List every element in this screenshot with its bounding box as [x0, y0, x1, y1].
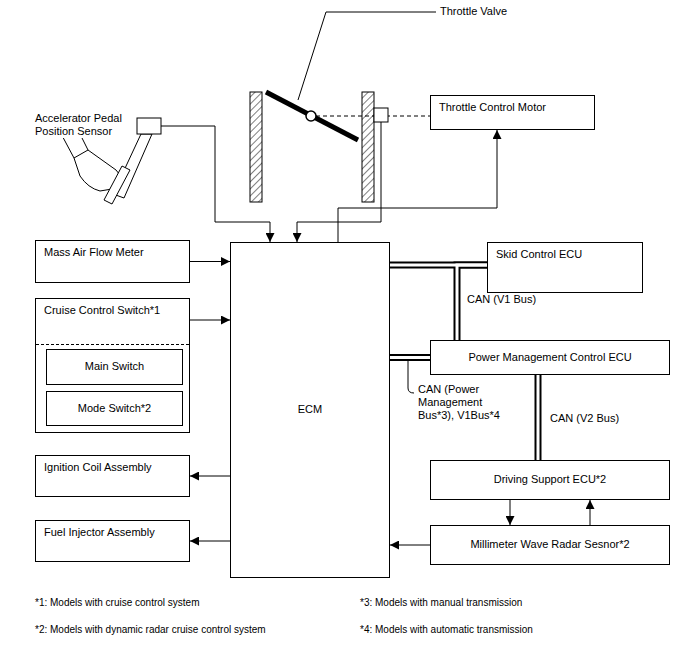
box-label: Driving Support ECU*2: [494, 473, 607, 486]
block-box: Skid Control ECU: [487, 242, 643, 293]
block-box: Driving Support ECU*2: [430, 460, 670, 500]
signal-arrow: [190, 320, 230, 321]
signal-arrow: [510, 500, 511, 525]
pedal-sensor: [137, 118, 161, 134]
block-box: Millimeter Wave Radar Sesnor*2: [430, 525, 670, 565]
box-label: Cruise Control Switch*1: [44, 304, 160, 317]
block-box: Ignition Coil Assembly: [35, 455, 190, 497]
box-label: Mass Air Flow Meter: [44, 246, 144, 259]
throttle-shaft: [316, 116, 430, 117]
signal-arrow: [190, 541, 230, 542]
throttle-body-wall: [250, 92, 262, 202]
throttle-plate: [266, 92, 358, 140]
footnote: *1: Models with cruise control system: [35, 597, 200, 609]
pedal-pad: [104, 166, 130, 204]
block-box: Main Switch: [46, 349, 183, 385]
bus-label: CAN (V2 Bus): [548, 412, 621, 425]
divider-line: [36, 344, 189, 345]
box-label: Throttle Control Motor: [439, 101, 546, 114]
box-label: Skid Control ECU: [496, 248, 582, 261]
can-bus: [535, 375, 542, 460]
block-box: Throttle Control Motor: [430, 95, 595, 130]
box-label: ECM: [298, 403, 322, 416]
signal-arrow: [390, 545, 430, 546]
block-box: Mass Air Flow Meter: [35, 240, 190, 283]
bus-core-line: [537, 375, 540, 460]
box-label: Main Switch: [85, 360, 144, 373]
block-box: Power Management Control ECU: [430, 340, 670, 375]
bus-label: CAN (Power Management Bus*3), V1Bus*4: [416, 383, 516, 423]
footnote: *4: Models with automatic transmission: [360, 624, 533, 636]
signal-arrow: [590, 500, 591, 525]
box-label: Power Management Control ECU: [468, 351, 631, 364]
leader-line: [298, 12, 436, 100]
box-label: Millimeter Wave Radar Sesnor*2: [470, 538, 629, 551]
block-box: ECM: [230, 242, 390, 578]
signal-arrow: [190, 261, 230, 262]
can-bus: [390, 354, 430, 361]
signal-arrow: [338, 130, 497, 242]
sensor-wire: [161, 126, 270, 242]
block-box: Cruise Control Switch*1Main SwitchMode S…: [35, 298, 190, 433]
block-box: Fuel Injector Assembly: [35, 520, 190, 562]
bus-core-line: [390, 356, 430, 359]
footnote: *3: Models with manual transmission: [360, 597, 522, 609]
part-name: Throttle Valve: [440, 5, 507, 18]
block-box: Mode Switch*2: [46, 391, 183, 426]
signal-arrow: [190, 476, 230, 477]
throttle-position-sensor: [374, 108, 388, 122]
footnote: *2: Models with dynamic radar cruise con…: [35, 624, 266, 636]
box-label: Mode Switch*2: [78, 402, 151, 415]
throttle-body-wall: [362, 92, 374, 202]
throttle-pivot: [306, 111, 316, 121]
box-label: Fuel Injector Assembly: [44, 526, 155, 539]
box-label: Ignition Coil Assembly: [44, 461, 152, 474]
part-name: Accelerator Pedal Position Sensor: [35, 112, 135, 138]
bus-label: CAN (V1 Bus): [465, 293, 538, 306]
leader-line: [408, 361, 414, 393]
sensor-wire: [297, 122, 381, 242]
